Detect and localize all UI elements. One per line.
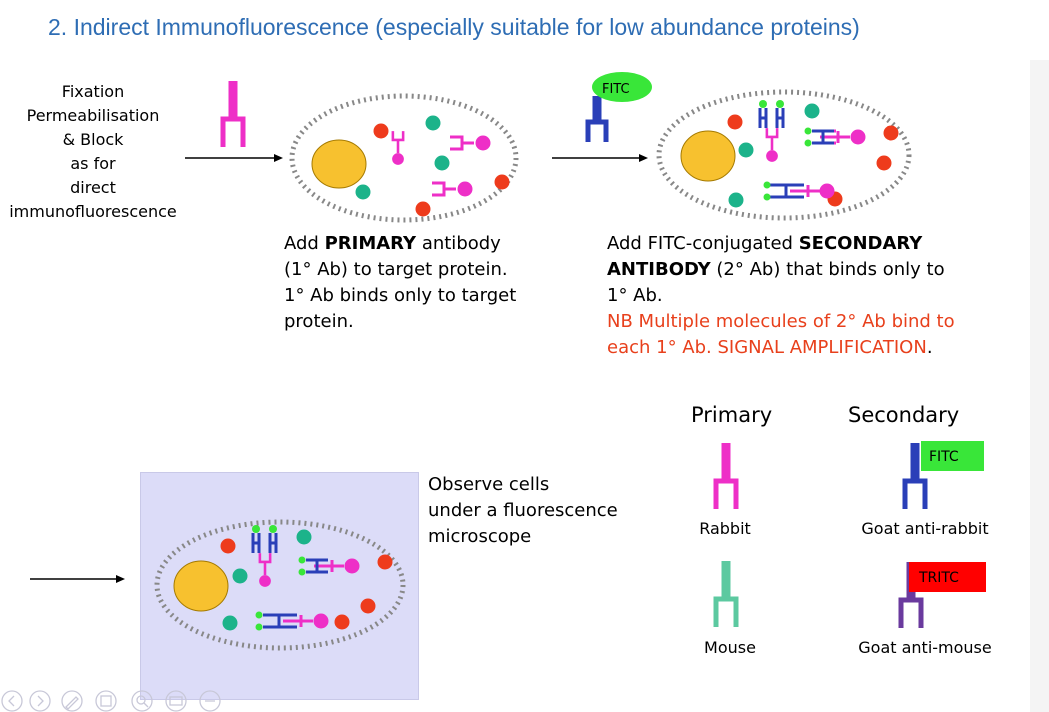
instruction-line: direct bbox=[70, 178, 116, 197]
caption-text: 1° Ab binds only to target bbox=[284, 285, 517, 306]
caption-text: Add bbox=[284, 233, 325, 254]
caption-text: Observe cells bbox=[428, 474, 550, 495]
instruction-line: Fixation bbox=[61, 82, 125, 101]
goat-anti-mouse-label: Goat anti-mouse bbox=[858, 638, 992, 657]
observe-caption: Observe cells under a fluorescence micro… bbox=[428, 472, 618, 550]
tritc-tag-box bbox=[909, 562, 986, 592]
nb-text: each 1° Ab. SIGNAL AMPLIFICATION bbox=[607, 337, 927, 358]
nb-text: NB Multiple molecules of 2° Ab bind to bbox=[607, 311, 955, 332]
pen-icon[interactable] bbox=[61, 690, 83, 712]
key-primary-header: Primary bbox=[691, 403, 773, 427]
page-title: 2. Indirect Immunofluorescence (especial… bbox=[48, 14, 860, 40]
caption-text: under a fluorescence bbox=[428, 500, 618, 521]
previous-icon[interactable] bbox=[1, 690, 23, 712]
rabbit-label: Rabbit bbox=[699, 519, 751, 538]
arrow-step1 bbox=[185, 154, 283, 162]
rabbit-primary-icon bbox=[716, 443, 736, 509]
caption-text: antibody bbox=[416, 233, 501, 254]
cell-secondary bbox=[656, 89, 912, 221]
fixation-instructions: Fixation Permeabilisation & Block as for… bbox=[0, 80, 186, 224]
instruction-line: & Block bbox=[62, 130, 124, 149]
scrollbar-track[interactable] bbox=[1030, 60, 1049, 712]
cell-primary bbox=[289, 93, 519, 223]
step2-caption: Add FITC-conjugated SECONDARY ANTIBODY (… bbox=[607, 231, 955, 361]
tritc-tag-label: TRITC bbox=[918, 570, 959, 586]
caption-text: 1° Ab. bbox=[607, 285, 663, 306]
fitc-secondary-icon bbox=[585, 72, 652, 142]
caption-text: Add FITC-conjugated bbox=[607, 233, 799, 254]
caption-text: . bbox=[926, 337, 933, 358]
caption-text: microscope bbox=[428, 526, 532, 547]
arrow-step2 bbox=[552, 154, 648, 162]
mouse-primary-icon bbox=[716, 561, 736, 627]
key-secondary-header: Secondary bbox=[848, 403, 960, 427]
more-icon[interactable] bbox=[199, 690, 221, 712]
subtitles-icon[interactable] bbox=[165, 690, 187, 712]
instruction-line: Permeabilisation bbox=[26, 106, 160, 125]
goat-anti-rabbit-label: Goat anti-rabbit bbox=[861, 519, 989, 538]
slides-icon[interactable] bbox=[95, 690, 117, 712]
step1-caption: Add PRIMARY antibody (1° Ab) to target p… bbox=[284, 231, 516, 335]
caption-bold: PRIMARY bbox=[324, 233, 417, 254]
caption-bold: SECONDARY bbox=[798, 233, 923, 254]
instruction-line: as for bbox=[70, 154, 116, 173]
instruction-line: immunofluorescence bbox=[9, 202, 177, 221]
fitc-tag-box bbox=[921, 441, 984, 471]
arrow-step3 bbox=[30, 575, 125, 583]
zoom-icon[interactable] bbox=[131, 690, 153, 712]
caption-text: (2° Ab) that binds only to bbox=[710, 259, 945, 280]
next-icon[interactable] bbox=[29, 690, 51, 712]
mouse-label: Mouse bbox=[704, 638, 756, 657]
slide-nav-bar bbox=[1, 690, 221, 712]
fitc-tag-label: FITC bbox=[929, 449, 959, 465]
caption-text: protein. bbox=[284, 311, 354, 332]
cell-observed bbox=[154, 519, 406, 651]
caption-text: (1° Ab) to target protein. bbox=[284, 259, 508, 280]
fitc-label: FITC bbox=[602, 82, 630, 97]
caption-bold: ANTIBODY bbox=[607, 259, 711, 280]
